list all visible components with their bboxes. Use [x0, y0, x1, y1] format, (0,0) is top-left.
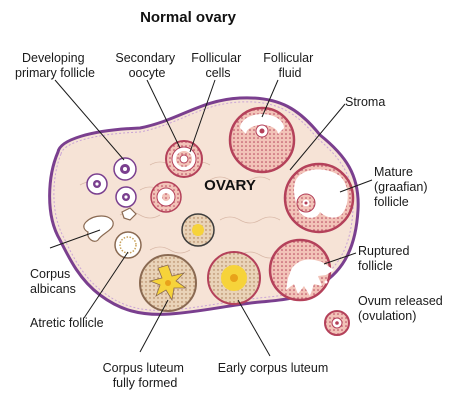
- label-early-corpus-luteum: Early corpus luteum: [218, 361, 328, 375]
- small-follicle: [150, 181, 182, 213]
- label-mature-follicle: Mature (graafian) follicle: [374, 165, 431, 209]
- atretic-follicle-left: [114, 231, 142, 259]
- ovary-center-label: OVARY: [204, 177, 256, 194]
- label-corpus-luteum-formed: Corpus luteum fully formed: [103, 361, 188, 390]
- label-ruptured-follicle: Ruptured follicle: [358, 244, 413, 273]
- label-follicular-cells: Follicular cells: [191, 51, 245, 80]
- atretic-follicle: [181, 213, 215, 247]
- corpus-albicans: [83, 207, 137, 242]
- developing-primary-follicle: [86, 157, 137, 208]
- corpus-luteum-formed: [139, 254, 197, 312]
- mature-graafian-follicle: [283, 162, 355, 234]
- label-secondary-oocyte: Secondary oocyte: [115, 51, 178, 80]
- label-developing-primary-follicle: Developing primary follicle: [15, 51, 95, 80]
- leader-lines: [49, 79, 373, 357]
- secondary-oocyte-follicle: [165, 140, 203, 178]
- label-ovum-released: Ovum released (ovulation): [358, 294, 446, 323]
- released-ovum: [324, 310, 350, 336]
- early-corpus-luteum: [207, 251, 261, 305]
- label-corpus-albicans: Corpus albicans: [30, 267, 76, 296]
- label-follicular-fluid: Follicular fluid: [263, 51, 317, 80]
- label-atretic-follicle: Atretic follicle: [30, 316, 104, 330]
- label-stroma: Stroma: [345, 95, 385, 109]
- large-antral-follicle: [228, 106, 296, 174]
- ruptured-follicle: [268, 238, 334, 302]
- diagram-title: Normal ovary: [140, 9, 237, 26]
